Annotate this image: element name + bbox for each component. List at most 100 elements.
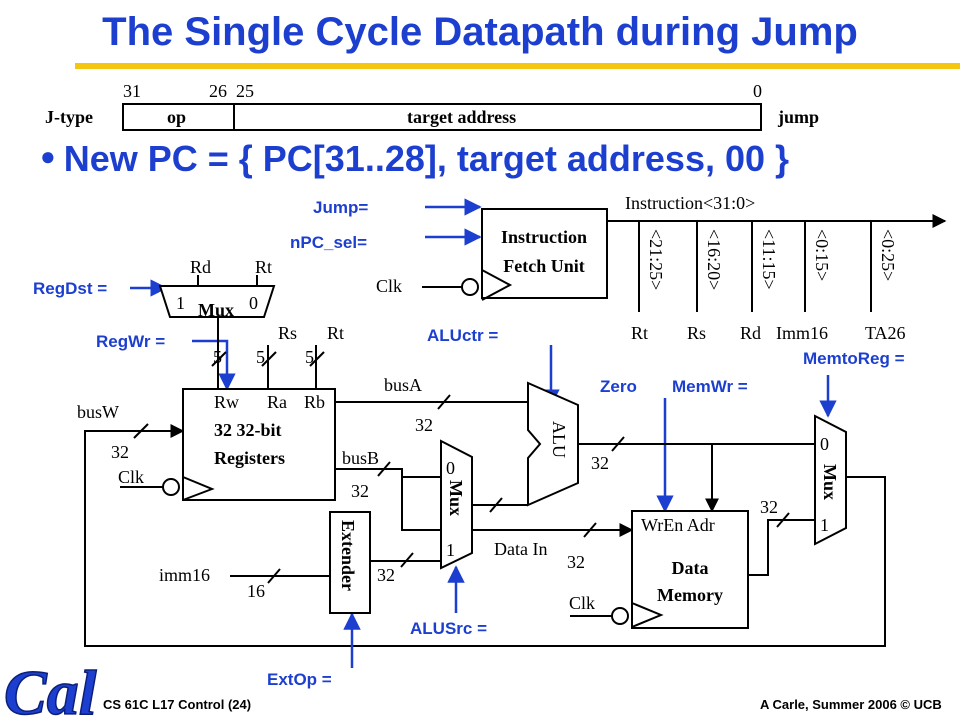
alu: ALU	[527, 381, 579, 507]
width-ra: 5	[256, 347, 265, 367]
regdst-mux-body	[158, 285, 276, 318]
bit-0: 0	[753, 81, 762, 101]
fetch-clk-label: Clk	[376, 276, 402, 296]
memtoreg-mux-in1: 1	[820, 515, 829, 535]
slash-ra	[261, 351, 277, 367]
slash-ext	[400, 552, 414, 568]
format-box	[122, 103, 762, 131]
fetch-unit-label-1: Instruction	[501, 227, 587, 247]
width-memout: 32	[760, 497, 778, 517]
field-ta26: TA26	[865, 323, 906, 343]
register-file: Rw Ra Rb 32 32-bit Registers Clk	[118, 388, 336, 501]
jump-label: Jump=	[313, 198, 368, 217]
memtoreg-mux-label: Mux	[820, 464, 840, 500]
field-rd: Rd	[740, 323, 761, 343]
aluctr-label: ALUctr =	[427, 326, 498, 345]
memtoreg-mux: Mux 0 1	[814, 414, 847, 546]
width-ext: 32	[377, 565, 395, 585]
bit-26: 26	[209, 81, 227, 101]
regdst-mux-label: Mux	[198, 300, 234, 320]
busa-label: busA	[384, 375, 422, 395]
alusrc-mux-body	[440, 439, 473, 570]
width-busb: 32	[351, 481, 369, 501]
busb-to-mem-wire	[401, 477, 634, 537]
data-memory-label-2: Memory	[657, 585, 723, 605]
alu-label: ALU	[549, 421, 569, 458]
instruction-bus: Instruction<31:0> <21:25> <16:20> <11:15…	[607, 193, 947, 343]
zero-label: Zero	[600, 377, 637, 396]
width-datain: 32	[567, 552, 585, 572]
regdst-mux-in0: 0	[249, 293, 258, 313]
format-target: target address	[407, 107, 516, 127]
cal-logo-text: Cal	[4, 657, 97, 720]
bit-25: 25	[236, 81, 254, 101]
instruction-bus-label: Instruction<31:0>	[625, 193, 755, 213]
imm16-label: imm16	[159, 565, 210, 585]
cal-logo: Cal	[3, 656, 97, 720]
width-aluout: 32	[591, 453, 609, 473]
data-memory-label-1: Data	[672, 558, 709, 578]
format-name: jump	[777, 107, 819, 127]
field-rs: Rs	[687, 323, 706, 343]
datamem-clk-bubble	[611, 607, 629, 625]
fetch-clock-triangle	[481, 269, 513, 301]
datamem-clk-label: Clk	[569, 593, 595, 613]
slash-busw	[133, 423, 149, 439]
bullet-new-pc: ●New PC = { PC[31..28], target address, …	[40, 138, 789, 180]
alusrc-mux-in0: 0	[446, 458, 455, 478]
memtoreg-mux-in0: 0	[820, 434, 829, 454]
slash-datain	[583, 522, 597, 538]
datamem-clock-triangle	[631, 602, 664, 628]
extender-box	[329, 511, 371, 614]
busb-wire	[335, 468, 441, 478]
busb-label: busB	[342, 448, 379, 468]
extop-label: ExtOp =	[267, 670, 332, 689]
regdst-input-rt: Rt	[255, 257, 272, 277]
bullet-text: New PC = { PC[31..28], target address, 0…	[63, 138, 790, 179]
regwr-arrow	[192, 339, 236, 391]
extender-label: Extender	[338, 520, 358, 591]
register-file-label-1: 32 32-bit	[214, 420, 282, 440]
width-busa: 32	[415, 415, 433, 435]
regdst-input-rd: Rd	[190, 257, 211, 277]
slash-aluout	[611, 436, 625, 452]
slash-imm16	[267, 568, 281, 584]
busw-label: busW	[77, 402, 119, 422]
slide-title: The Single Cycle Datapath during Jump	[102, 10, 858, 54]
format-op: op	[167, 107, 186, 127]
range-rt: <21:25>	[646, 229, 666, 290]
bullet-dot: ●	[40, 141, 56, 171]
regdst-mux: Mux 1 0 Rd Rt	[158, 257, 276, 389]
instruction-fetch-unit: Instruction Fetch Unit Clk	[376, 208, 608, 301]
bit-31: 31	[123, 81, 141, 101]
reg-input-rt: Rt	[327, 323, 344, 343]
regdst-mux-in1: 1	[176, 293, 185, 313]
regfile-clk-bubble	[162, 478, 180, 496]
width-imm16: 16	[247, 581, 265, 601]
memtoreg-mux-body	[814, 414, 847, 546]
memtoreg-label: MemtoReg =	[803, 349, 905, 368]
data-memory-box	[631, 510, 749, 629]
regwr-label: RegWr =	[96, 332, 165, 351]
regfile-clock-triangle	[182, 476, 215, 501]
data-memory-ports: WrEn Adr	[641, 515, 715, 535]
port-rw: Rw	[214, 392, 239, 412]
data-in-label: Data In	[494, 539, 547, 559]
field-rt: Rt	[631, 323, 648, 343]
title-underline	[75, 63, 960, 69]
regfile-clk-label: Clk	[118, 467, 144, 487]
range-rs: <16:20>	[704, 229, 724, 290]
alusrc-mux: Mux 0 1	[440, 439, 473, 570]
fetch-unit-box	[481, 208, 608, 299]
port-ra: Ra	[267, 392, 287, 412]
width-rw: 5	[213, 347, 222, 367]
slash-rb	[309, 351, 325, 367]
footer-left: CS 61C L17 Control (24)	[103, 697, 252, 712]
width-busw: 32	[111, 442, 129, 462]
slash-busb	[377, 461, 391, 477]
alusrc-label: ALUSrc =	[410, 619, 487, 638]
alusrc-mux-label: Mux	[446, 480, 466, 516]
range-imm16: <0:15>	[812, 229, 832, 281]
extender: Extender	[329, 511, 371, 614]
